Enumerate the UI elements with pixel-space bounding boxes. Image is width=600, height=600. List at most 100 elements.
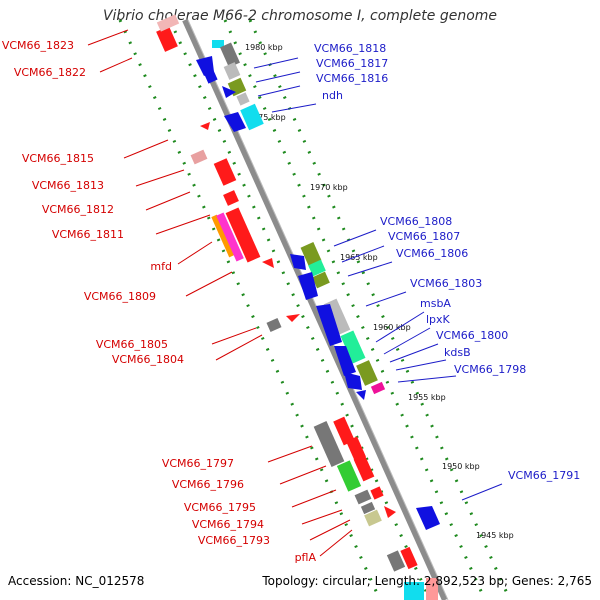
gene-block <box>222 86 236 98</box>
leader-line <box>215 334 263 361</box>
gene-block <box>262 258 274 268</box>
gene-block <box>211 214 235 258</box>
gene-label-right: VCM66_1818 <box>314 42 386 55</box>
gene-label-left: VCM66_1797 <box>162 457 234 470</box>
leader-line <box>395 359 447 371</box>
gene-block <box>336 460 362 492</box>
leader-line <box>135 169 185 187</box>
gene-label-left: VCM66_1795 <box>184 501 256 514</box>
gene-block <box>370 381 386 395</box>
leader-line <box>389 343 439 363</box>
leader-line <box>267 445 313 463</box>
gene-label-left: VCM66_1815 <box>22 152 94 165</box>
kbp-tick-label: 1980 kbp <box>245 43 283 52</box>
leader-line <box>99 57 133 73</box>
gene-label-left: VCM66_1793 <box>198 534 270 547</box>
gene-label-left: VCM66_1823 <box>2 39 74 52</box>
gene-block <box>200 122 210 130</box>
gene-block <box>223 62 241 80</box>
gene-block <box>364 509 382 527</box>
track-outer-left <box>118 19 382 600</box>
accession-label: Accession: NC_012578 <box>8 574 145 588</box>
gene-block <box>354 489 372 505</box>
gene-label-right: VCM66_1800 <box>436 329 508 342</box>
kbp-tick-label: 1965 kbp <box>340 253 378 262</box>
gene-block <box>220 42 240 68</box>
gene-block <box>356 360 378 386</box>
gene-label-right: VCM66_1806 <box>396 247 468 260</box>
leader-line <box>301 509 343 525</box>
gene-block <box>356 390 366 400</box>
gene-block <box>360 501 376 515</box>
gene-label-right: kdsB <box>444 346 471 359</box>
gene-label-left: VCM66_1822 <box>14 66 86 79</box>
leader-line <box>291 489 337 508</box>
gene-block <box>400 546 418 570</box>
leader-line <box>123 139 169 159</box>
gene-block <box>426 578 438 600</box>
gene-block <box>384 506 396 518</box>
gene-label-right: VCM66_1791 <box>508 469 580 482</box>
gene-block <box>290 254 306 270</box>
kbp-tick-label: 1950 kbp <box>442 462 480 471</box>
gene-block <box>353 454 375 482</box>
kbp-tick-label: 1955 kbp <box>408 393 446 402</box>
gene-block <box>204 70 218 84</box>
gene-block <box>286 314 300 322</box>
gene-blocks <box>156 14 440 600</box>
gene-label-left: VCM66_1794 <box>192 518 264 531</box>
track-outer-right <box>248 19 512 600</box>
leader-line <box>365 291 407 307</box>
gene-block <box>298 272 318 300</box>
genome-summary: Topology: circular; Length: 2,892,523 bp… <box>262 574 592 588</box>
leader-line <box>271 103 317 113</box>
gene-block <box>240 103 264 131</box>
leader-line <box>309 519 351 541</box>
gene-label-left: VCM66_1804 <box>112 353 184 366</box>
gene-block <box>308 259 326 277</box>
leader-line <box>255 71 301 83</box>
map-title: Vibrio cholerae M66-2 chromosome I, comp… <box>102 8 498 24</box>
gene-block <box>213 158 237 186</box>
gene-block <box>344 372 362 390</box>
leader-line <box>185 271 233 297</box>
leader-line <box>347 261 393 277</box>
leader-line <box>253 57 299 69</box>
leader-line <box>257 85 301 97</box>
gene-block <box>223 190 239 206</box>
leader-line <box>383 327 431 355</box>
gene-block <box>196 56 214 76</box>
gene-block <box>334 346 356 376</box>
gene-label-left: VCM66_1796 <box>172 478 244 491</box>
leader-line <box>461 483 503 501</box>
gene-label-right: lpxK <box>426 313 451 326</box>
gene-block <box>300 242 322 266</box>
left-labels: VCM66_1823VCM66_1822VCM66_1815VCM66_1813… <box>2 29 353 564</box>
gene-block <box>312 271 330 289</box>
leader-line <box>87 29 129 46</box>
leader-line <box>279 465 327 485</box>
gene-block <box>404 582 424 600</box>
gene-block <box>156 26 178 52</box>
track-inner-right <box>223 19 487 600</box>
gene-label-right: VCM66_1803 <box>410 277 482 290</box>
gene-label-left: mfd <box>150 260 172 273</box>
gene-label-left: VCM66_1805 <box>96 338 168 351</box>
gene-label-left: VCM66_1811 <box>52 228 124 241</box>
leader-line <box>341 245 385 263</box>
kbp-tick-label: 1945 kbp <box>476 531 514 540</box>
right-labels: VCM66_1818VCM66_1817VCM66_1816ndhVCM66_1… <box>253 42 580 501</box>
kbp-tick-label: 1970 kbp <box>310 183 348 192</box>
kbp-tick-label: 1960 kbp <box>373 323 411 332</box>
gene-label-left: VCM66_1809 <box>84 290 156 303</box>
gene-label-right: VCM66_1798 <box>454 363 526 376</box>
gene-block <box>333 416 355 446</box>
gene-label-right: msbA <box>420 297 451 310</box>
gene-block <box>316 304 342 346</box>
leader-line <box>333 229 377 247</box>
gene-block <box>225 207 261 263</box>
gene-block <box>156 14 180 32</box>
gene-block <box>370 486 384 500</box>
gene-block <box>346 436 366 462</box>
